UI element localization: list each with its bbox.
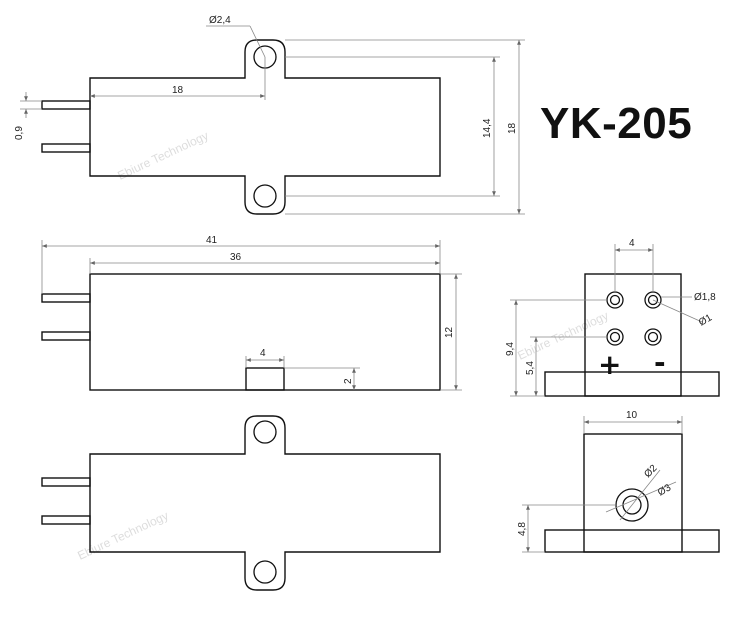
dim-rear-width: 10 bbox=[626, 410, 638, 421]
dim-side-total-length: 41 bbox=[206, 235, 218, 246]
side-pin-lower bbox=[41, 331, 91, 341]
end-view-base bbox=[544, 371, 720, 397]
side-slot bbox=[245, 367, 285, 391]
side-pin-upper bbox=[41, 293, 91, 303]
rear-view: 10 Ø2 Ø3 4,8 bbox=[517, 410, 720, 553]
dim-side-body-length: 36 bbox=[230, 252, 242, 263]
top-pin-lower bbox=[41, 143, 91, 153]
dim-side-slot-depth: 2 bbox=[343, 378, 354, 384]
terminal-hole bbox=[606, 291, 624, 309]
side-view: 41 36 12 4 2 bbox=[41, 235, 462, 391]
bottom-view bbox=[41, 415, 441, 591]
dim-end-lower-height: 5,4 bbox=[525, 361, 536, 375]
bottom-mount-hole-lower bbox=[253, 560, 277, 584]
dim-top-hole-spacing: 14,4 bbox=[482, 118, 493, 138]
watermark-group: Ebiure Technology Ebiure Technology Ebiu… bbox=[75, 128, 610, 562]
top-view-outline bbox=[89, 39, 441, 215]
terminal-hole bbox=[644, 328, 662, 346]
dim-rear-inner-dia: Ø2 bbox=[642, 463, 660, 481]
end-view-body bbox=[584, 273, 682, 397]
dim-end-hole-outer-dia: Ø1,8 bbox=[694, 292, 716, 303]
bottom-pin-upper bbox=[41, 477, 91, 487]
end-view: + - 4 Ø1,8 Ø1 9,4 5,4 bbox=[505, 238, 720, 397]
top-mount-hole-lower bbox=[253, 184, 277, 208]
top-pin-upper bbox=[41, 100, 91, 110]
bottom-view-outline bbox=[89, 415, 441, 591]
dim-rear-height: 4,8 bbox=[517, 522, 528, 536]
rear-view-base bbox=[544, 529, 720, 553]
dim-side-height: 12 bbox=[444, 326, 455, 338]
bottom-pin-lower bbox=[41, 515, 91, 525]
rear-view-body bbox=[583, 433, 683, 553]
dim-top-hole-dia: Ø2,4 bbox=[209, 15, 231, 26]
dim-top-total-height: 18 bbox=[507, 122, 518, 134]
dim-top-hole-offset: 18 bbox=[172, 85, 184, 96]
dim-end-hole-spacing: 4 bbox=[629, 238, 635, 249]
model-title: YK-205 bbox=[540, 99, 693, 148]
dim-end-hole-inner-dia: Ø1 bbox=[697, 312, 714, 328]
dim-top-pin-spacing: 0,9 bbox=[14, 126, 25, 140]
top-view: Ø2,4 18 0,9 14,4 18 bbox=[14, 15, 525, 215]
dim-side-slot-width: 4 bbox=[260, 348, 266, 359]
dim-end-height: 9,4 bbox=[505, 342, 516, 356]
side-view-body bbox=[89, 273, 441, 391]
terminal-plus-sign: + bbox=[598, 348, 621, 381]
watermark: Ebiure Technology bbox=[515, 308, 610, 362]
bottom-mount-hole-upper bbox=[253, 420, 277, 444]
terminal-minus-sign: - bbox=[654, 346, 666, 379]
terminal-hole bbox=[606, 328, 624, 346]
watermark: Ebiure Technology bbox=[115, 128, 210, 182]
